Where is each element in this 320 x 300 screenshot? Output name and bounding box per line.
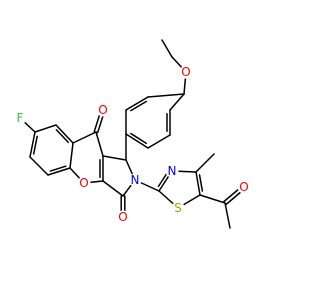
bond	[34, 124, 57, 133]
bond	[49, 165, 67, 172]
bond	[55, 129, 70, 144]
bond	[130, 100, 147, 112]
molecule-structure: O O O O O F N N S	[13, 39, 251, 229]
bond	[29, 156, 49, 176]
bond	[29, 131, 36, 158]
bond	[47, 167, 71, 176]
bond	[72, 131, 97, 144]
bond	[102, 180, 124, 197]
atom-o-ether: O	[181, 65, 190, 79]
atom-o-pyran-background	[77, 176, 91, 190]
atom-o-lactam: O	[118, 210, 127, 224]
bond	[32, 135, 38, 155]
atom-n-thiazole: N	[168, 164, 177, 178]
bond	[198, 174, 204, 192]
atom-n-pyrrole-background	[128, 173, 142, 187]
bond	[95, 131, 104, 157]
bond	[157, 171, 169, 188]
bond	[125, 133, 149, 149]
atom-o-ketone: O	[98, 103, 107, 117]
bond	[125, 96, 149, 111]
atom-n-thiazole-background	[165, 164, 179, 178]
bond	[161, 39, 173, 58]
bond	[130, 132, 148, 145]
molecule-diagram: O O O O O F N N S	[13, 39, 251, 229]
bond	[69, 142, 74, 169]
atom-o-acetyl-background	[237, 180, 251, 194]
atom-s-thiazole: S	[174, 201, 182, 215]
bond	[102, 155, 127, 161]
atom-n-pyrrole: N	[131, 173, 140, 187]
atom-o-acetyl: O	[239, 180, 248, 194]
bond	[195, 153, 215, 173]
atom-s-thiazole-background	[171, 201, 185, 215]
atom-o-ether-background	[179, 65, 193, 79]
atom-o-lactam-background	[116, 210, 130, 224]
atom-o-pyran: O	[79, 176, 88, 190]
bond	[195, 171, 201, 196]
atom-f: F	[17, 111, 24, 125]
bond	[147, 93, 185, 98]
bond	[55, 124, 74, 144]
atom-f-background	[13, 111, 27, 125]
bond	[147, 134, 171, 149]
bond	[199, 194, 226, 204]
atom-o-ketone-background	[96, 103, 110, 117]
bond	[224, 202, 231, 229]
bond	[169, 93, 185, 111]
